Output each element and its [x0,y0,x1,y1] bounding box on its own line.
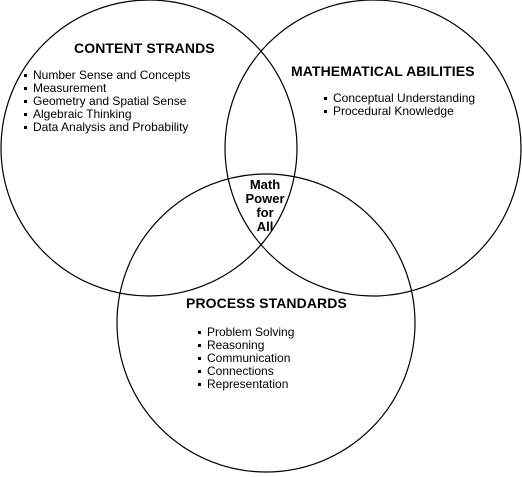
list-item: Procedural Knowledge [324,105,475,118]
center-line: for [256,205,274,220]
center-label: Math Power for All [236,178,294,234]
content-strands-heading: CONTENT STRANDS [74,40,215,56]
list-item: Reasoning [198,339,294,352]
list-item: Communication [198,352,294,365]
center-line: Math [249,177,281,192]
center-line: All [256,219,274,234]
process-standards-list: Problem Solving Reasoning Communication … [198,326,294,391]
mathematical-abilities-heading: MATHEMATICAL ABILITIES [291,63,475,79]
list-item: Data Analysis and Probability [24,121,190,134]
list-item: Geometry and Spatial Sense [24,95,190,108]
list-item: Number Sense and Concepts [24,69,190,82]
list-item: Algebraic Thinking [24,108,190,121]
process-standards-heading: PROCESS STANDARDS [186,295,347,311]
process-standards-circle [116,173,416,473]
list-item: Representation [198,378,294,391]
content-strands-list: Number Sense and Concepts Measurement Ge… [24,69,190,134]
mathematical-abilities-list: Conceptual Understanding Procedural Know… [324,92,475,118]
list-item: Problem Solving [198,326,294,339]
center-line: Power [245,191,285,206]
content-strands-circle [0,0,298,297]
list-item: Connections [198,365,294,378]
list-item: Conceptual Understanding [324,92,475,105]
list-item: Measurement [24,82,190,95]
mathematical-abilities-circle [224,0,522,297]
